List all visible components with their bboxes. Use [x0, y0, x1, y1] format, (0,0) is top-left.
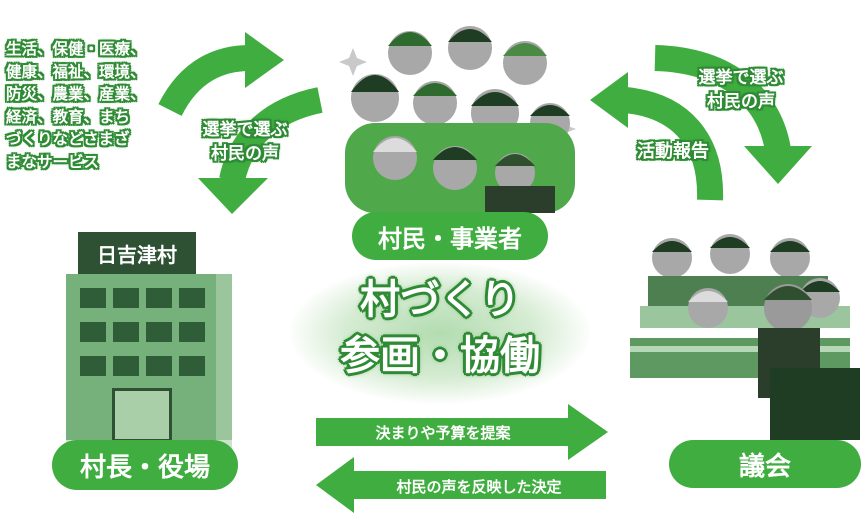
council-node: 議会	[669, 440, 861, 488]
office-node: 村長・役場	[52, 440, 238, 490]
arrow-proposal-body	[316, 418, 570, 446]
vote-label-right: 選挙で選ぶ 村民の声	[676, 66, 806, 114]
building-entrance	[112, 388, 172, 442]
arrow-villagers-to-council	[654, 45, 791, 153]
vote-right-line2: 村民の声	[707, 92, 775, 112]
vote-label-left: 選挙で選ぶ 村民の声	[186, 118, 304, 166]
center-glow	[290, 262, 590, 404]
vote-left-line2: 村民の声	[211, 144, 279, 164]
villagers-illustration	[339, 26, 576, 213]
arrow-villagers-to-office-head	[198, 178, 268, 214]
arrow-council-to-villagers	[623, 87, 724, 201]
services-line: 防災、農業、産業、	[6, 85, 146, 103]
arrow-proposal-head	[568, 404, 608, 460]
podium	[770, 368, 860, 440]
vote-left-line1: 選挙で選ぶ	[202, 120, 288, 140]
vote-right-line1: 選挙で選ぶ	[698, 68, 784, 88]
arrow-decision-body	[352, 471, 606, 499]
services-line: 健康、福祉、環境、	[6, 62, 146, 81]
villagers-node: 村民・事業者	[352, 212, 548, 260]
village-office-building: 日吉津村	[66, 232, 232, 452]
center-title: 村づくり 参画・協働	[290, 272, 590, 384]
decision-label: 村民の声を反映した決定	[396, 478, 562, 496]
services-line: 生活、保健・医療、	[6, 40, 146, 58]
activity-report-label: 活動報告	[637, 141, 709, 162]
arrow-decision-head	[316, 457, 354, 513]
arrow-villagers-to-council-head	[744, 146, 812, 184]
building-side	[216, 274, 232, 442]
services-line: まなサービス	[6, 152, 100, 171]
council-illustration	[630, 234, 860, 440]
services-line: づくりなどさまざ	[6, 130, 130, 148]
arrow-services-to-villagers-head	[245, 32, 284, 88]
arrow-villagers-to-office	[219, 87, 323, 184]
services-line: 経済、教育、まち	[6, 107, 131, 126]
center-title-line1: 村づくり	[360, 277, 520, 323]
center-title-line2: 参画・協働	[340, 333, 540, 379]
services-text: 生活、保健・医療、 健康、福祉、環境、 防災、農業、産業、 経済、教育、まち づ…	[6, 38, 186, 173]
arrow-services-to-villagers	[158, 45, 251, 117]
arrow-council-to-villagers-head	[590, 72, 628, 128]
proposal-label: 決まりや予算を提案	[375, 424, 511, 442]
building-sign: 日吉津村	[78, 232, 196, 274]
